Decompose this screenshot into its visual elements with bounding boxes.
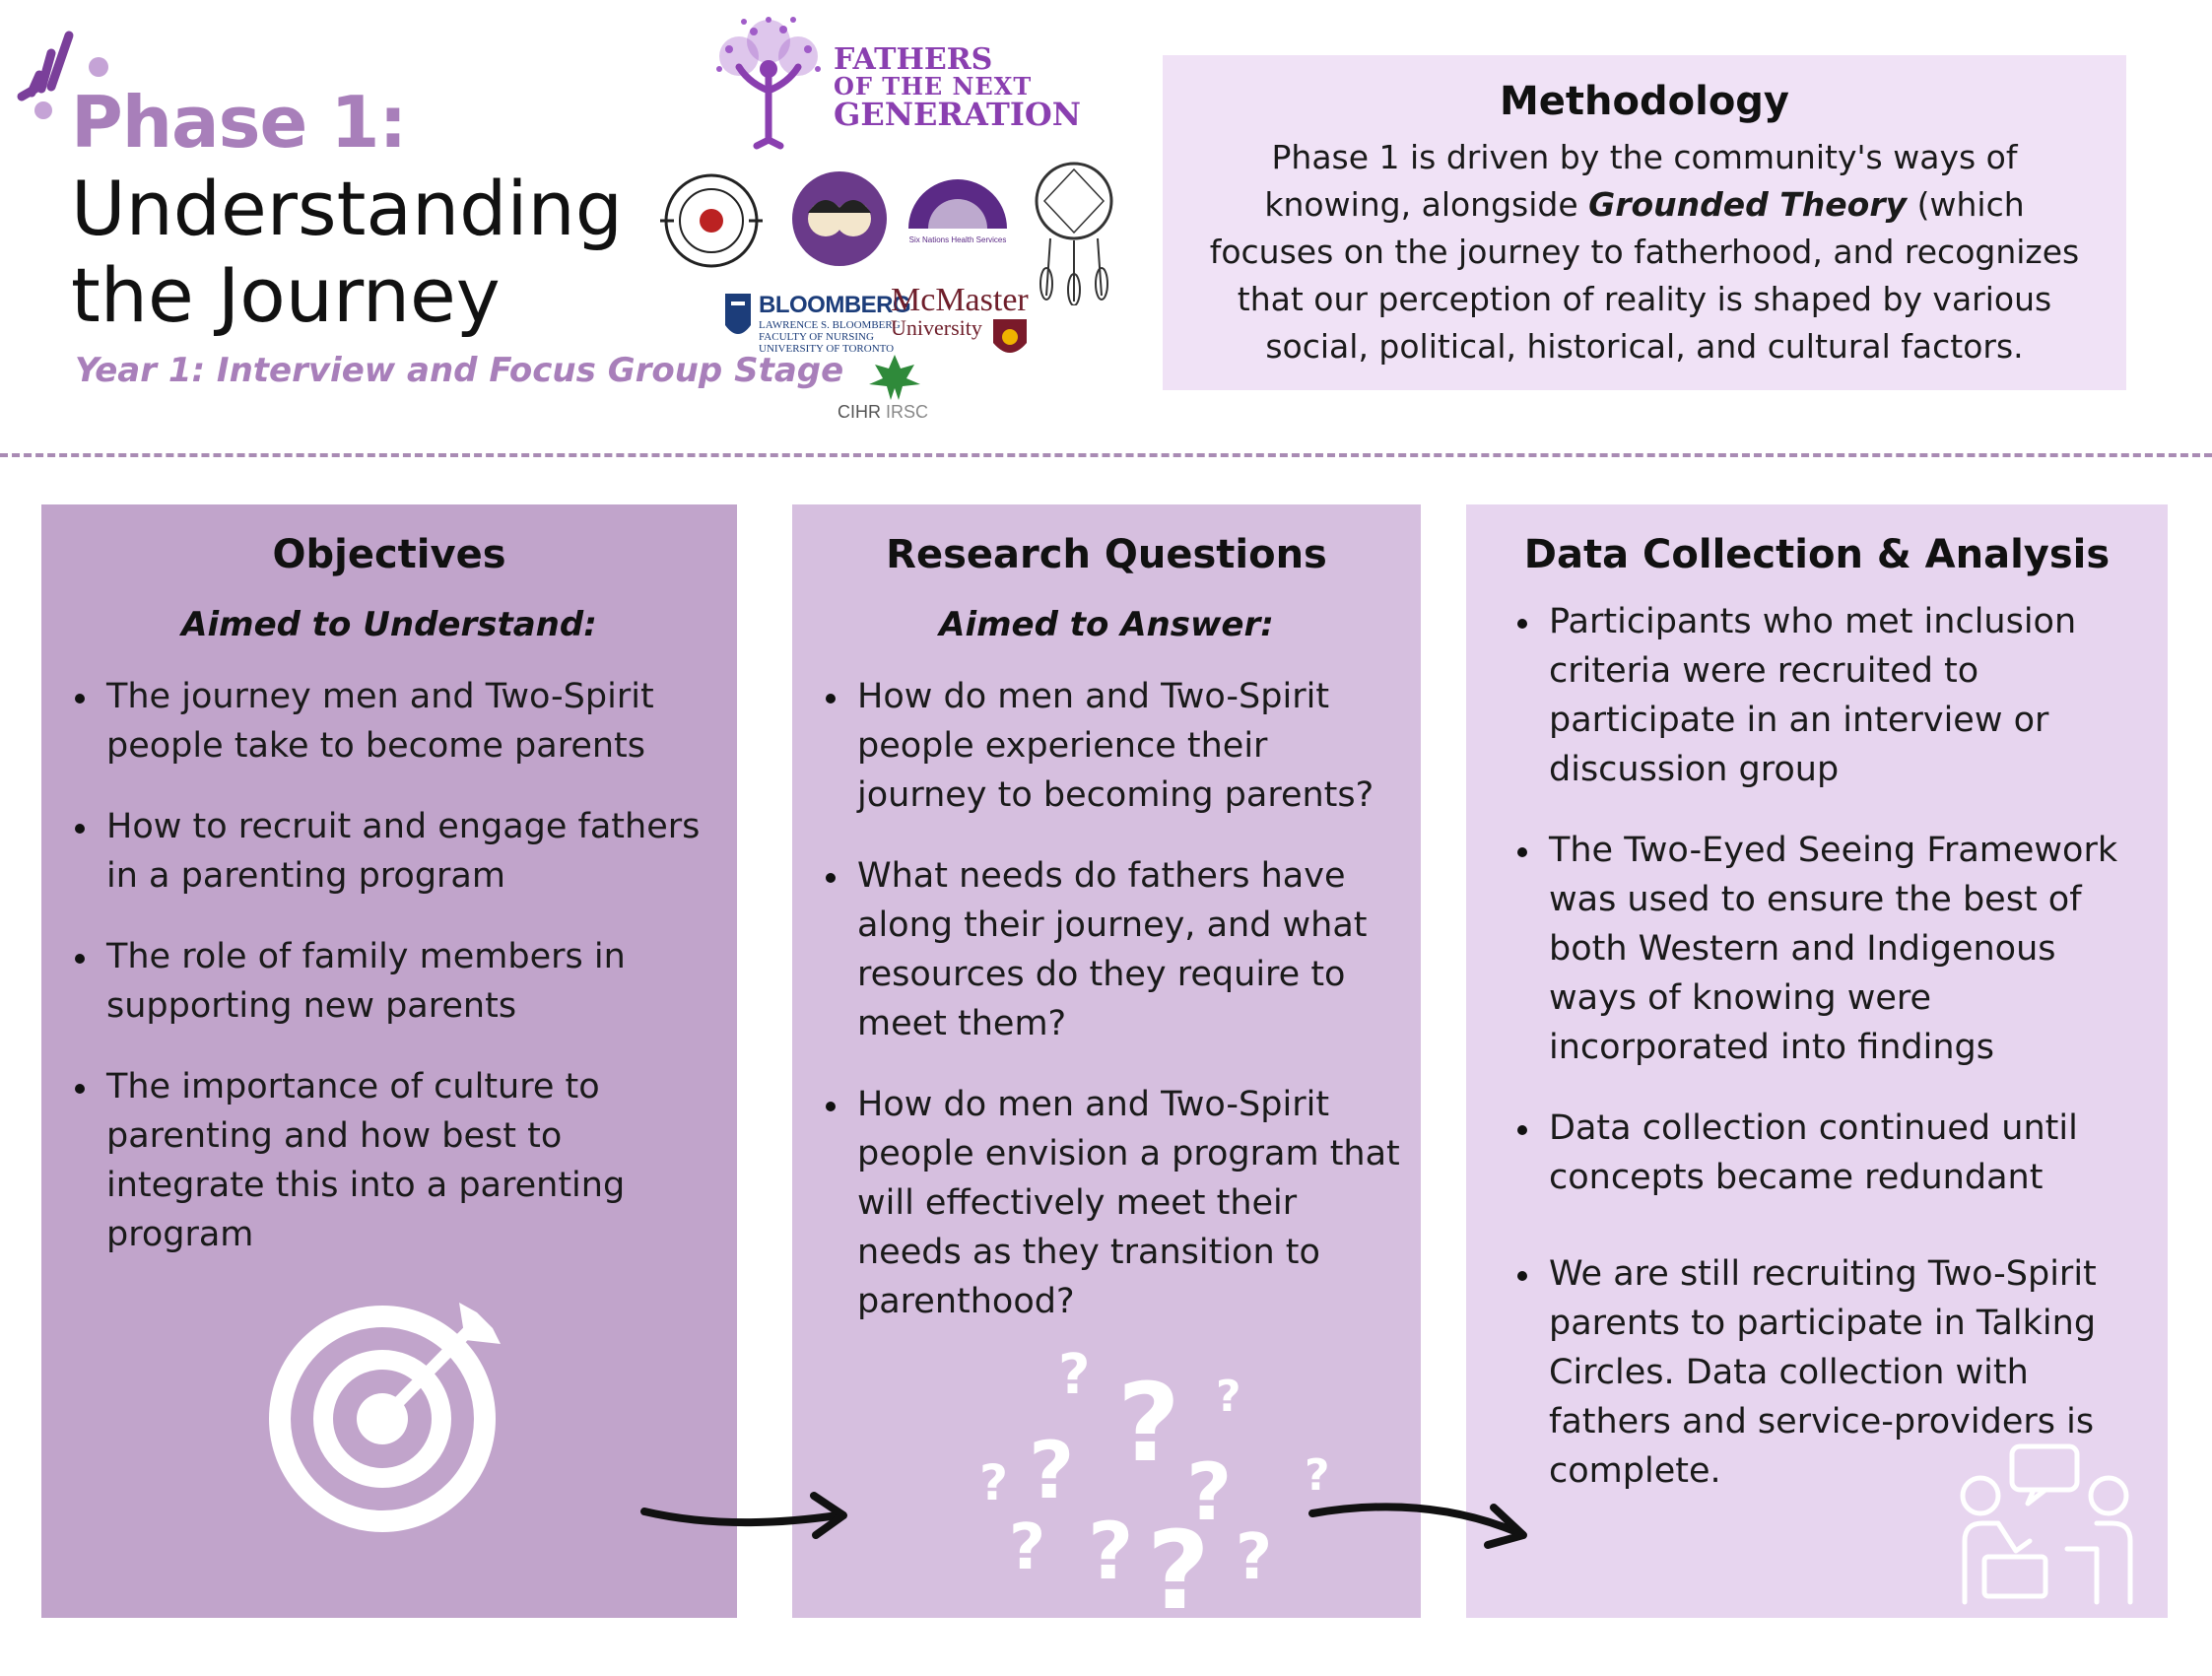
svg-text:?: ?	[1216, 1372, 1241, 1422]
svg-text:?: ?	[1186, 1446, 1232, 1538]
partner-logos: FATHERS OF THE NEXT GENERATION Six Natio…	[650, 10, 1123, 424]
list-item: Participants who met inclusion criteria …	[1466, 597, 2168, 794]
research-questions-subheading: Aimed to Answer:	[939, 605, 1274, 644]
data-collection-heading: Data Collection & Analysis	[1523, 532, 2111, 577]
svg-text:?: ?	[1117, 1360, 1180, 1486]
svg-text:?: ?	[1058, 1352, 1090, 1407]
diabetes-health-circle-logo-icon	[660, 173, 763, 268]
data-collection-panel: Data Collection & Analysis Participants …	[1466, 504, 2168, 1618]
cihr-leaf-icon	[869, 355, 920, 400]
page-subtitle: Year 1: Interview and Focus Group Stage	[75, 351, 844, 390]
objectives-panel: Objectives Aimed to Understand: The jour…	[41, 504, 737, 1618]
svg-text:?: ?	[1147, 1508, 1210, 1608]
svg-text:?: ?	[1029, 1425, 1074, 1516]
objectives-list: The journey men and Two-Spirit people ta…	[41, 672, 737, 1259]
page-title-phase: Phase 1:	[71, 81, 407, 164]
fathers-logo-text: FATHERS OF THE NEXT GENERATION	[834, 42, 1081, 133]
discussion-people-icon	[1960, 1443, 2133, 1605]
list-item: The importance of culture to parenting a…	[41, 1062, 737, 1259]
burst-decoration-icon	[17, 31, 108, 119]
target-icon	[269, 1303, 501, 1532]
dreamcatcher-logo-icon	[1035, 162, 1113, 305]
uoft-crest-icon	[725, 294, 751, 334]
svg-text:?: ?	[1236, 1521, 1272, 1594]
arrow-right-icon	[640, 1492, 847, 1539]
svg-text:Six Nations Health Services: Six Nations Health Services	[909, 235, 1007, 244]
cihr-logo-text: CIHR IRSC	[838, 402, 929, 422]
research-questions-heading: Research Questions	[886, 532, 1327, 577]
page-title: Understanding the Journey	[71, 165, 623, 339]
data-collection-list: Participants who met inclusion criteria …	[1466, 597, 2168, 1496]
mcmaster-shield-icon	[993, 319, 1027, 353]
list-item: How to recruit and engage fathers in a p…	[41, 802, 737, 901]
list-item: How do men and Two-Spirit people envisio…	[792, 1080, 1421, 1326]
research-questions-list: How do men and Two-Spirit people experie…	[792, 672, 1421, 1326]
mcmaster-logo: McMaster University	[891, 282, 1029, 340]
objectives-heading: Objectives	[272, 532, 506, 577]
fathers-tree-logo-icon	[716, 17, 821, 150]
svg-text:?: ?	[1009, 1511, 1045, 1584]
research-questions-panel: Research Questions Aimed to Answer: How …	[792, 504, 1421, 1618]
svg-text:?: ?	[1088, 1506, 1133, 1597]
methodology-box: Methodology Phase 1 is driven by the com…	[1163, 55, 2126, 390]
arrow-right-icon	[1308, 1503, 1527, 1549]
objectives-subheading: Aimed to Understand:	[181, 605, 597, 644]
list-item: Data collection continued until concepts…	[1466, 1104, 2168, 1202]
list-item: The journey men and Two-Spirit people ta…	[41, 672, 737, 771]
list-item: How do men and Two-Spirit people experie…	[792, 672, 1421, 820]
six-nations-health-logo-icon: Six Nations Health Services	[908, 179, 1007, 244]
svg-text:?: ?	[1305, 1450, 1330, 1501]
methodology-heading: Methodology	[1499, 79, 1790, 124]
list-item: We are still recruiting Two-Spirit paren…	[1466, 1249, 2168, 1496]
women-portrait-logo-icon	[792, 171, 887, 266]
methodology-text: Phase 1 is driven by the community's way…	[1209, 138, 2080, 366]
question-marks-icon: ? ? ? ? ? ? ? ? ? ? ?	[979, 1352, 1330, 1608]
section-divider	[0, 453, 2212, 457]
list-item: What needs do fathers have along their j…	[792, 851, 1421, 1048]
list-item: The Two-Eyed Seeing Framework was used t…	[1466, 826, 2168, 1072]
list-item: The role of family members in supporting…	[41, 932, 737, 1031]
svg-text:?: ?	[979, 1454, 1008, 1511]
